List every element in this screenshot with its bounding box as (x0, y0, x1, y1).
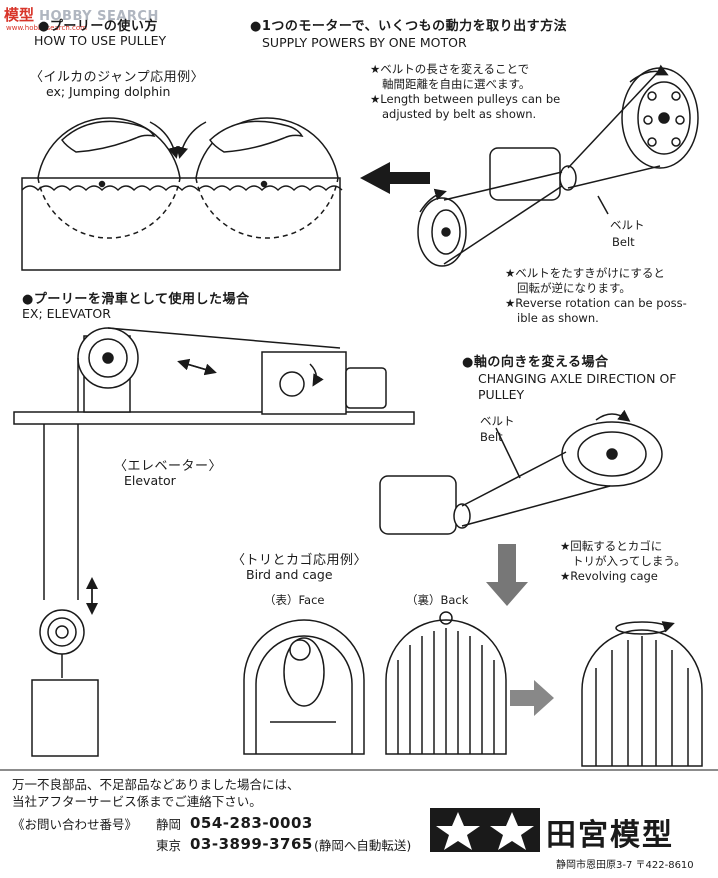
dolphin-example-illustration (21, 117, 343, 271)
how-to-use-title-jp: ●プーリーの使い方 (38, 19, 158, 34)
dolphin-caption-en: ex; Jumping dolphin (46, 84, 171, 99)
elevator-shelf (13, 411, 415, 425)
bird-cage-illustration (243, 611, 703, 767)
footer-city-1: 静岡 (156, 817, 182, 832)
dolphin-tank (21, 177, 341, 271)
axle-direction-illustration (379, 409, 663, 535)
cage-note-line-1: ★回転するとカゴに (560, 539, 663, 553)
direction-arrow-down (486, 544, 528, 606)
bird-caption-jp: 〈トリとカゴ応用例〉 (232, 553, 368, 568)
supply-note-1-line-3: ★Length between pulleys can be (370, 92, 561, 106)
motor-body (489, 147, 561, 201)
footer-inquiry-label: 《お問い合わせ番号》 (12, 817, 138, 832)
supply-note-1-line-2: 軸間距離を自由に選べます。 (382, 77, 531, 91)
footer-line-2: 当社アフターサービス係までご連絡下さい。 (12, 794, 262, 809)
supply-note-1: ★ベルトの長さを変えることで 軸間距離を自由に選べます。 ★Length bet… (370, 62, 560, 122)
cage-front-label: （表）Face (264, 593, 325, 607)
dolphin-caption-jp: 〈イルカのジャンプ応用例〉 (30, 70, 205, 85)
axle-title-en-2: PULLEY (478, 387, 525, 402)
elevator-title-en: EX; ELEVATOR (22, 306, 111, 321)
watermark-logo: 模型 HOBBY SEARCH (4, 4, 159, 25)
how-to-use-title-en: HOW TO USE PULLEY (34, 33, 167, 48)
cage-note-line-3: ★Revolving cage (560, 569, 658, 583)
footer-phone-1[interactable]: 054-283-0003 (190, 814, 313, 832)
footer-phone-2-note: (静岡へ自動転送) (314, 838, 412, 853)
supply-note-2-line-2: 回転が逆になります。 (517, 281, 631, 295)
dolphin-left (61, 120, 156, 153)
one-motor-illustration (417, 64, 699, 267)
supply-title-jp: ●1つのモーターで、いくつもの動力を取り出す方法 (250, 19, 568, 34)
axle-title-jp: ●軸の向きを変える場合 (462, 355, 609, 370)
cage-note: ★回転するとカゴに トリが入ってしまう。 ★Revolving cage (560, 539, 686, 584)
elevator-car (31, 679, 99, 757)
supply-note-1-line-1: ★ベルトの長さを変えることで (370, 62, 530, 76)
bird-caption-en: Bird and cage (246, 567, 333, 582)
water-waves (21, 185, 343, 192)
elevator-title-jp: ●プーリーを滑車として使用した場合 (22, 292, 250, 307)
tamiya-star-logo (430, 808, 540, 852)
axle-belt-label-en: Belt (480, 430, 503, 444)
supply-note-2-line-3: ★Reverse rotation can be poss- (505, 296, 687, 310)
supply-title-en: SUPPLY POWERS BY ONE MOTOR (262, 35, 467, 50)
footer-city-2: 東京 (156, 838, 182, 853)
supply-belt-label-en: Belt (612, 235, 635, 249)
dolphin-right (209, 120, 304, 153)
supply-belt-label-jp: ベルト (610, 218, 645, 232)
elevator-illustration (13, 327, 415, 757)
axle-belt-label-jp: ベルト (480, 414, 515, 428)
supply-note-2-line-4: ible as shown. (517, 311, 599, 325)
footer-notice: 万一不良部品、不足部品などありました場合には、 当社アフターサービス係までご連絡… (12, 776, 300, 810)
cage-note-line-2: トリが入ってしまう。 (572, 554, 686, 568)
watermark-brand-red: 模型 (4, 6, 35, 24)
elevator-caption-jp: 〈エレベーター〉 (114, 459, 223, 474)
supply-note-2-line-1: ★ベルトをたすきがけにすると (505, 266, 665, 280)
cage-back-label: （裏）Back (406, 593, 469, 607)
elevator-caption-en: Elevator (124, 473, 176, 488)
right-pulley-arc (195, 117, 339, 179)
direction-arrow-left (360, 162, 430, 194)
watermark-url: www.hobbysearch.com (6, 24, 87, 32)
tamiya-logo-text: 田宮模型 (546, 818, 674, 853)
footer-phone-2[interactable]: 03-3899-3765 (190, 835, 313, 853)
axle-motor (379, 475, 457, 535)
axle-title-en-1: CHANGING AXLE DIRECTION OF (478, 371, 677, 386)
supply-note-1-line-4: adjusted by belt as shown. (382, 107, 537, 121)
supply-note-2: ★ベルトをたすきがけにすると 回転が逆になります。 ★Reverse rotat… (505, 266, 687, 326)
tamiya-address: 静岡市恩田原3-7 〒422-8610 (556, 860, 694, 871)
elevator-motor (345, 367, 387, 409)
watermark-brand-grey: HOBBY SEARCH (39, 9, 159, 24)
footer-line-1: 万一不良部品、不足部品などありました場合には、 (12, 777, 300, 792)
